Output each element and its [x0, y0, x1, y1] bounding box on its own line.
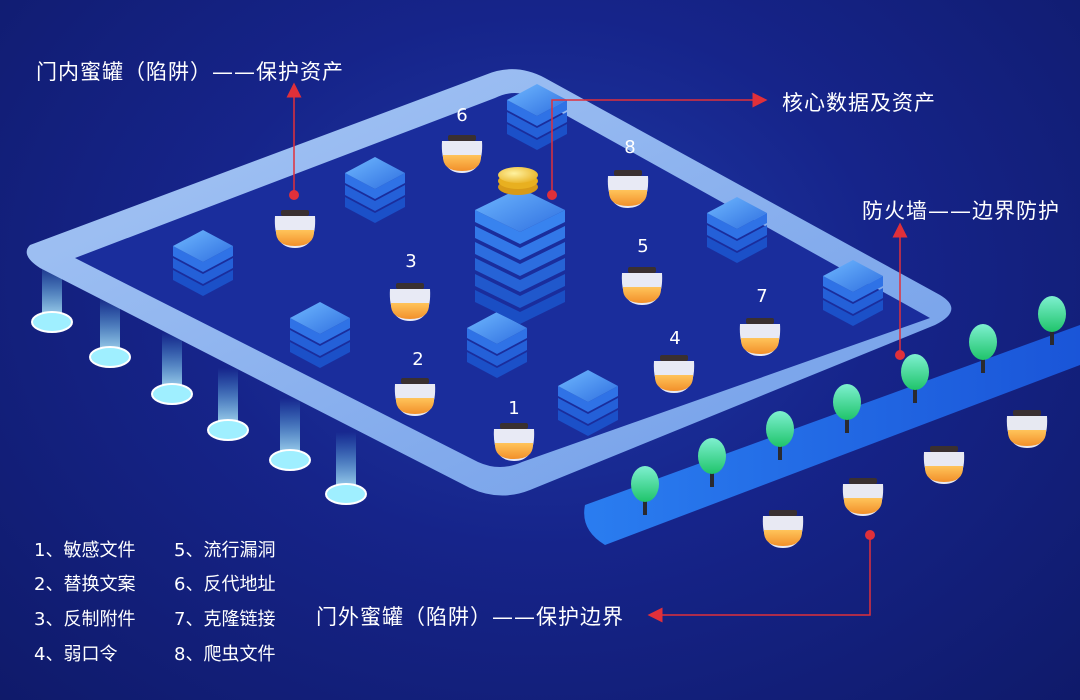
jar-number-2: 2: [412, 349, 424, 370]
server-stacks: [173, 84, 883, 436]
firewall-trees: [631, 296, 1066, 515]
outer-honeypot-label: 门外蜜罐（陷阱）——保护边界: [316, 605, 624, 629]
inner-jars: [274, 135, 781, 461]
jar-number-3: 3: [405, 251, 417, 272]
inner-honeypot-label: 门内蜜罐（陷阱）——保护资产: [36, 60, 344, 84]
core-data-label: 核心数据及资产: [782, 91, 936, 115]
jar-number-6: 6: [456, 105, 468, 126]
outer-jars: [762, 410, 1048, 548]
firewall-strip: [584, 325, 1080, 545]
firewall-label: 防火墙——边界防护: [862, 199, 1060, 223]
jar-number-1: 1: [508, 398, 520, 419]
legend-item: 4、弱口令: [34, 644, 118, 665]
gold-coins-icon: [498, 167, 538, 195]
legend-item: 7、克隆链接: [174, 609, 276, 630]
core-server-tower: [475, 188, 565, 324]
legend-item: 8、爬虫文件: [174, 644, 276, 665]
legend-item: 2、替换文案: [34, 574, 136, 595]
light-pillars: [31, 260, 367, 505]
legend-item: 1、敏感文件: [34, 540, 136, 561]
jar-number-7: 7: [756, 286, 768, 307]
jar-number-4: 4: [669, 328, 681, 349]
legend-item: 5、流行漏洞: [174, 540, 276, 561]
annotation-arrows: [286, 82, 908, 623]
legend-item: 6、反代地址: [174, 574, 276, 595]
legend-item: 3、反制附件: [34, 609, 136, 630]
jar-number-5: 5: [637, 236, 649, 257]
jar-number-8: 8: [624, 137, 636, 158]
